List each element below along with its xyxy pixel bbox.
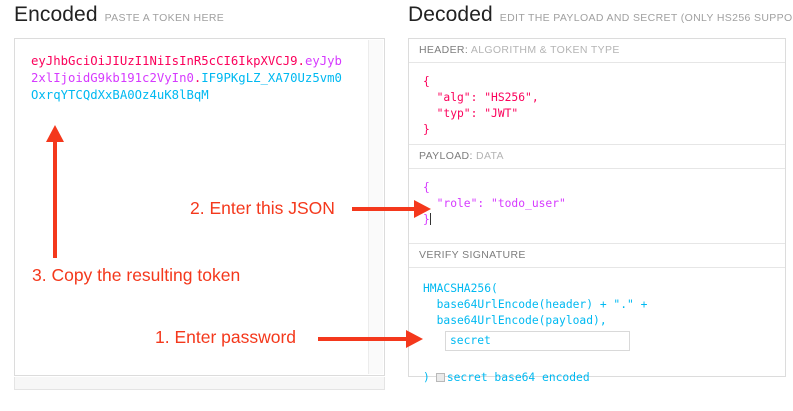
token-signature-segment: IF9PKgLZ_XA70Uz5vm0OxrqYTCQdXxBA0Oz4uK8l…: [31, 71, 342, 102]
encoded-subtitle: PASTE A TOKEN HERE: [104, 12, 225, 24]
annotation-arrow-3-up-icon: [46, 125, 64, 258]
hmac-line-3: base64UrlEncode(payload),: [423, 314, 607, 327]
secret-input[interactable]: [445, 331, 630, 351]
text-caret: [429, 213, 431, 225]
decoded-title: Decoded: [408, 3, 493, 26]
encoded-horizontal-scrollbar[interactable]: [14, 377, 385, 390]
encoded-title: Encoded: [14, 3, 98, 26]
token-separator-2: .: [193, 71, 202, 85]
signature-section-label-key: VERIFY SIGNATURE: [419, 249, 526, 261]
annotation-arrow-1-icon: [318, 330, 423, 348]
base64-checkbox-row: ) secret base64 encoded: [423, 371, 590, 384]
hmac-line-1: HMACSHA256(: [423, 282, 498, 295]
header-section-label-key: HEADER:: [419, 44, 469, 56]
payload-section-label: PAYLOAD: DATA: [409, 145, 785, 169]
annotation-step-1: 1. Enter password: [155, 327, 297, 347]
token-separator-1: .: [297, 54, 305, 68]
token-payload-segment: eyJyb2xlIjoidG9kb191c2VyIn0: [31, 54, 342, 85]
payload-section-label-key: PAYLOAD:: [419, 150, 473, 162]
secret-base64-encoded-checkbox[interactable]: [435, 373, 445, 382]
annotation-step-2: 2. Enter this JSON: [190, 198, 335, 218]
decoded-subtitle: EDIT THE PAYLOAD AND SECRET (ONLY HS256 …: [499, 12, 793, 24]
header-section-label: HEADER: ALGORITHM & TOKEN TYPE: [409, 39, 785, 63]
encoded-token-text[interactable]: eyJhbGciOiJIUzI1NiIsInR5cCI6IkpXVCJ9.eyJ…: [31, 53, 349, 104]
signature-section-label: VERIFY SIGNATURE: [409, 244, 785, 268]
token-header-segment: eyJhbGciOiJIUzI1NiIsInR5cCI6IkpXVCJ9: [31, 54, 298, 68]
payload-json-editor[interactable]: { "role": "todo_user" }: [409, 169, 785, 244]
decoded-panel: HEADER: ALGORITHM & TOKEN TYPE { "alg": …: [408, 38, 786, 384]
header-section-label-rest: ALGORITHM & TOKEN TYPE: [470, 44, 620, 56]
annotation-step-3: 3. Copy the resulting token: [32, 265, 241, 285]
secret-base64-encoded-label: secret base64 encoded: [446, 371, 590, 384]
signature-editor: HMACSHA256( base64UrlEncode(header) + ".…: [409, 268, 785, 384]
closing-paren: ): [423, 371, 430, 384]
payload-json-text: { "role": "todo_user" }: [423, 181, 566, 226]
header-json-editor[interactable]: { "alg": "HS256", "typ": "JWT" }: [409, 63, 785, 145]
encoded-column-heading: Encoded PASTE A TOKEN HERE: [14, 3, 399, 27]
annotation-arrow-2-icon: [352, 200, 432, 218]
decoded-column-heading: Decoded EDIT THE PAYLOAD AND SECRET (ONLY…: [408, 3, 793, 27]
hmac-line-2: base64UrlEncode(header) + "." +: [423, 298, 648, 311]
payload-section-label-rest: DATA: [476, 150, 504, 162]
